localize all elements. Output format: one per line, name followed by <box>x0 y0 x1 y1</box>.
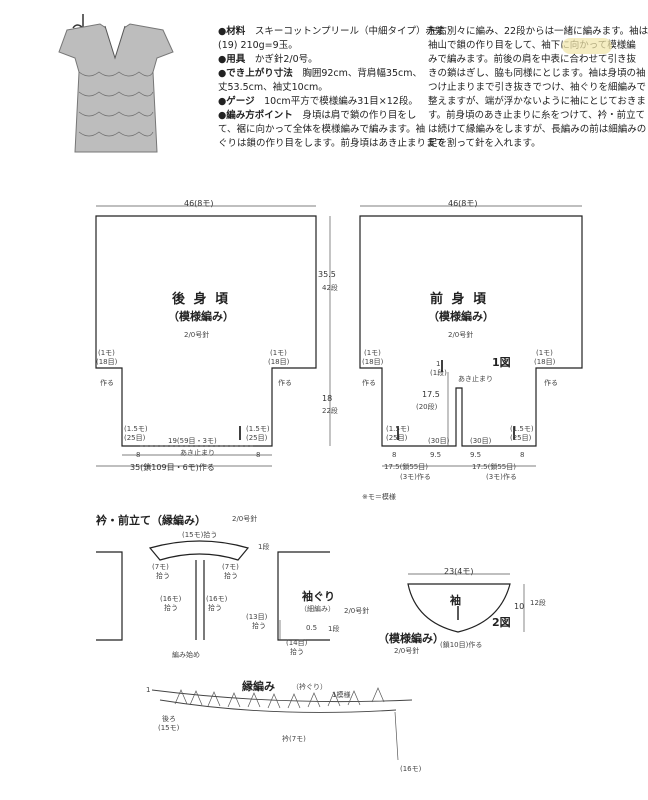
back-side-length: 18 <box>322 394 333 403</box>
back-title: 後 身 頃 <box>172 292 231 307</box>
collar-needle: 2/0号針 <box>232 515 258 523</box>
back-side-left-pattern: (1モ) <box>98 349 115 357</box>
collar-start: 編み始め <box>172 651 200 659</box>
front-make-right: 作る <box>544 379 558 387</box>
armhole-rows: 1段 <box>328 625 340 633</box>
edging-subtitle: （衿ぐり） <box>292 683 327 691</box>
front-fig-label: 1図 <box>492 356 511 369</box>
edging-back: 後ろ <box>162 715 176 723</box>
back-make-right: 作る <box>278 379 292 387</box>
armhole-pick-13: (13目) <box>246 613 268 621</box>
front-bl-left: 8 <box>392 451 397 459</box>
sleeve-title: 袖 <box>450 594 461 607</box>
back-length-rows: 42段 <box>322 284 338 292</box>
front-mid-left: (30目) <box>428 437 450 445</box>
back-side-rows: 22段 <box>322 407 338 415</box>
back-side-left-stitches: (18目) <box>96 358 118 366</box>
collar-pick-16-left-b: 拾う <box>164 604 178 612</box>
sleeve-width: 23(4モ) <box>444 567 474 576</box>
armhole-stitch: （細編み） <box>300 605 335 613</box>
front-bl-right: 8 <box>520 451 525 459</box>
instructions-right: 左右別々に編み、22段からは一緒に編みます。袖は 袖山で鎖の作り目をして、袖下に… <box>428 26 648 149</box>
front-open-one: 1 <box>436 360 441 368</box>
edging-row-one: 1 <box>146 686 151 694</box>
armhole-needle: 2/0号針 <box>344 607 370 615</box>
front-make-right-pattern: (3モ)作る <box>486 473 517 481</box>
pattern-note: ※モ＝模様 <box>362 493 396 501</box>
sleeve-fig: 2図 <box>492 616 511 629</box>
armhole-title: 袖ぐり <box>302 590 335 603</box>
front-bottom-right-stitches: (25目) <box>510 434 532 442</box>
back-edge-right: 8 <box>256 451 261 459</box>
front-side-left-stitches: (18目) <box>362 358 384 366</box>
front-make-left-chain: 17.5(鎖55目) <box>384 463 428 471</box>
collar-pick-16-right: (16モ) <box>206 595 228 603</box>
front-make-left-pattern: (3モ)作る <box>400 473 431 481</box>
armhole-pick-14: (14目) <box>286 639 308 647</box>
front-bl-mid2: 9.5 <box>470 451 482 459</box>
collar-pick-7-right: (7モ) <box>222 563 239 571</box>
front-needle: 2/0号針 <box>448 331 474 339</box>
back-needle: 2/0号針 <box>184 331 210 339</box>
collar-pick-15: (15モ)拾う <box>182 531 218 539</box>
collar-pick-16-left: (16モ) <box>160 595 182 603</box>
back-bottom-total: 35(鎖109目・6モ)作る <box>130 463 215 472</box>
front-side-right-pattern: (1モ) <box>536 349 553 357</box>
front-top-width: 46(8モ) <box>448 199 478 208</box>
edging-title: 縁編み <box>242 680 275 693</box>
edging-back-count: (15モ) <box>158 724 180 732</box>
armhole-pick-13-b: 拾う <box>252 622 266 630</box>
front-title: 前 身 頃 <box>430 292 489 307</box>
back-bottom-left-pattern: (1.5モ) <box>124 425 148 433</box>
front-open-rows: (20段) <box>416 403 438 411</box>
armhole-depth: 0.5 <box>306 624 318 632</box>
back-make-left: 作る <box>100 379 114 387</box>
collar-pick-7-left: (7モ) <box>152 563 169 571</box>
back-bottom-center: 19(59目・3モ) <box>168 437 217 445</box>
armhole-pick-14-b: 拾う <box>290 648 304 656</box>
collar-pick-7-right-b: 拾う <box>224 572 238 580</box>
front-open-label: あき止まり <box>458 375 493 383</box>
front-make-left: 作る <box>362 379 376 387</box>
garment-photo <box>45 12 180 157</box>
instructions-left: ●材料 スキーコットンプリール（中細タイプ）赤紫 (19) 210g=9玉。 ●… <box>218 26 446 149</box>
front-bl-mid1: 9.5 <box>430 451 442 459</box>
back-bottom-right-stitches: (25目) <box>246 434 268 442</box>
front-side-left-pattern: (1モ) <box>364 349 381 357</box>
front-stitch: （模様編み） <box>428 310 494 323</box>
edging-one-pattern: 1模様 <box>332 691 351 699</box>
back-edge-left: 8 <box>136 451 141 459</box>
collar-title: 衿・前立て（縁編み） <box>96 514 206 527</box>
back-bottom-right-pattern: (1.5モ) <box>246 425 270 433</box>
front-make-right-chain: 17.5(鎖55目) <box>472 463 516 471</box>
front-bottom-left-pattern: (1.5モ) <box>386 425 410 433</box>
edging-front: (16モ) <box>400 765 422 773</box>
front-open-one-rows: (1段) <box>430 369 447 377</box>
back-length: 35.5 <box>318 270 336 279</box>
sleeve-rows: 12段 <box>530 599 546 607</box>
sleeve-length: 10 <box>514 602 525 611</box>
collar-one-row: 1段 <box>258 543 270 551</box>
back-side-right-stitches: (18目) <box>268 358 290 366</box>
sleeve-needle: 2/0号針 <box>394 647 420 655</box>
back-bottom-left-stitches: (25目) <box>124 434 146 442</box>
decorative-stamp <box>562 38 612 54</box>
front-side-right-stitches: (18目) <box>534 358 556 366</box>
back-open-note: あき止まり <box>180 449 215 457</box>
edging-collar: 衿(7モ) <box>282 735 306 743</box>
back-stitch: （模様編み） <box>168 310 234 323</box>
front-bottom-right-pattern: (1.5モ) <box>510 425 534 433</box>
front-open-length: 17.5 <box>422 390 440 399</box>
sleeve-make: (鎖10目)作る <box>440 641 483 649</box>
back-side-right-pattern: (1モ) <box>270 349 287 357</box>
collar-pick-16-right-b: 拾う <box>208 604 222 612</box>
back-top-width: 46(8モ) <box>184 199 214 208</box>
collar-pick-7-left-b: 拾う <box>156 572 170 580</box>
front-bottom-left-stitches: (25目) <box>386 434 408 442</box>
front-mid-right: (30目) <box>470 437 492 445</box>
sleeve-stitch: （模様編み） <box>378 632 444 645</box>
pattern-diagram <box>95 205 583 761</box>
